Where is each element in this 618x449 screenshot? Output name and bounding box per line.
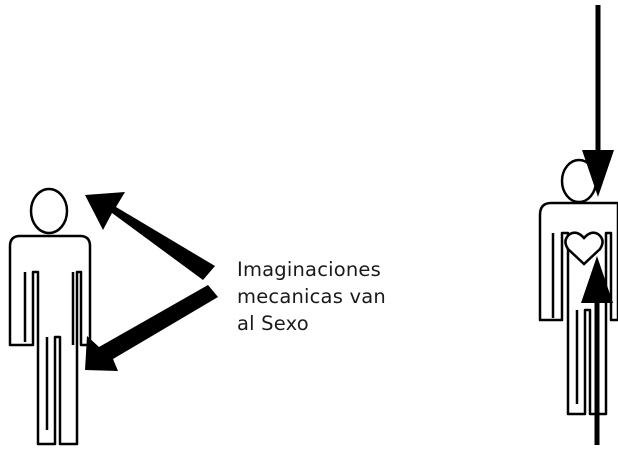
caption-text: Imaginaciones mecanicas van al Sexo [237,256,437,337]
caption-line: Imaginaciones [237,258,381,281]
down-arrow-icon [582,150,614,197]
arrow-to-head-icon [85,192,215,280]
left-person-figure [8,187,92,446]
up-arrow-icon [581,256,613,303]
left-arrows [85,192,218,371]
top-arrow [582,5,614,197]
arrow-to-groin-icon [85,285,218,371]
caption-line: mecanicas van [237,285,386,308]
left-person-head-icon [29,187,69,235]
bottom-arrow [581,256,613,445]
left-person-body-outline [8,234,92,446]
heart-icon [564,231,604,266]
caption-line: al Sexo [237,312,309,335]
